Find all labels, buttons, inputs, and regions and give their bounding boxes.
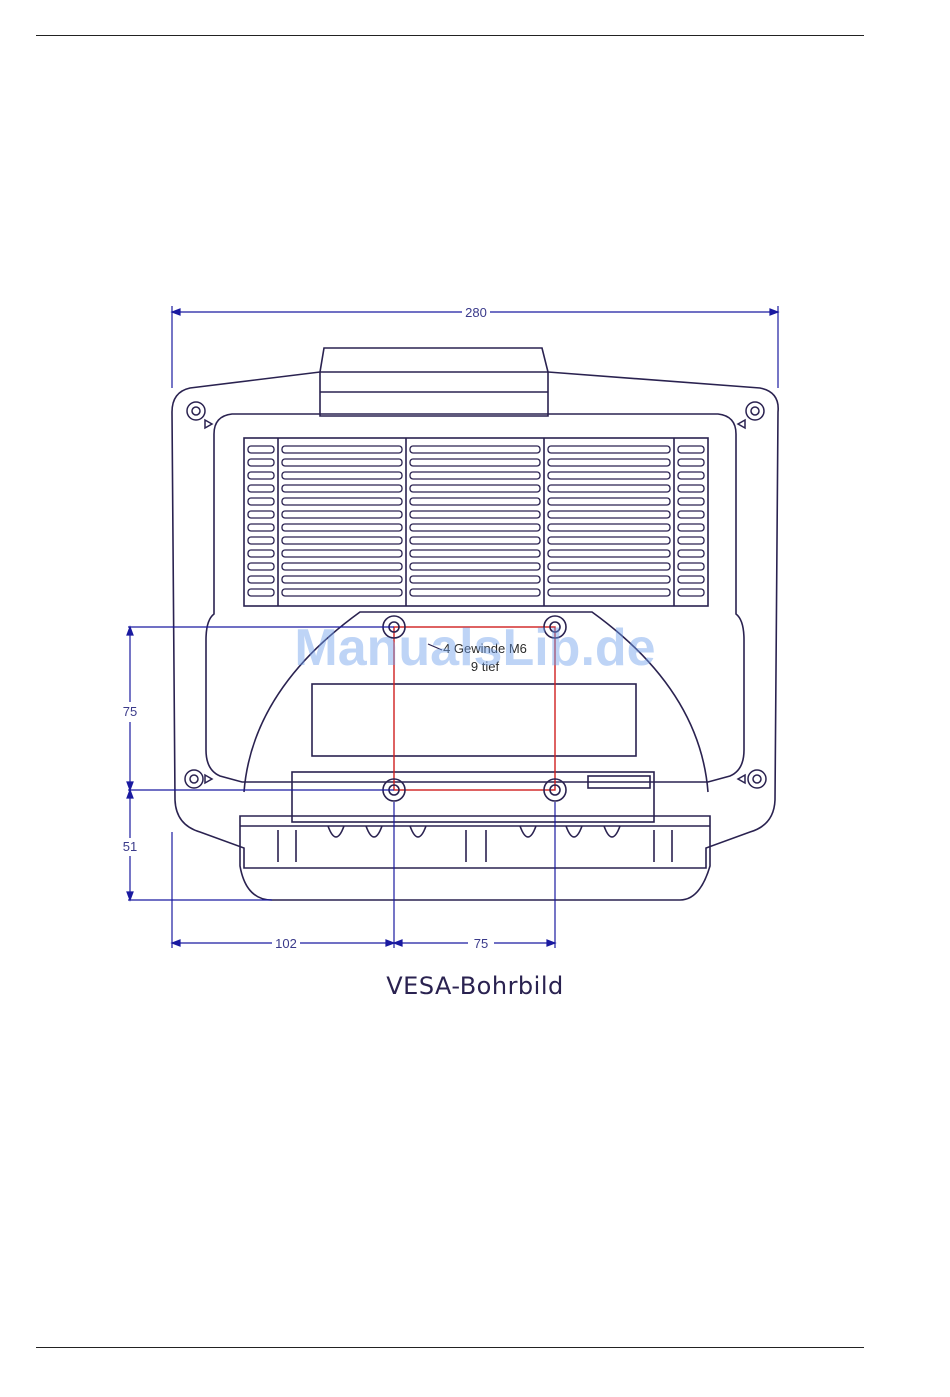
vent-slot: [282, 446, 402, 453]
vent-slot: [248, 485, 274, 492]
vent-slot: [678, 459, 704, 466]
vent-slot: [678, 446, 704, 453]
vent-slot: [548, 511, 670, 518]
dim-bottom-offset: 51: [123, 839, 137, 854]
vent-slot: [282, 550, 402, 557]
dim-overall-width: 280: [465, 305, 487, 320]
figure-caption: VESA-Bohrbild: [0, 972, 950, 1000]
vent-slot: [282, 576, 402, 583]
vent-slot: [548, 576, 670, 583]
vent-slot: [548, 472, 670, 479]
vent-slot: [678, 524, 704, 531]
vent-slot: [678, 589, 704, 596]
vent-slot: [548, 563, 670, 570]
vent-slot: [282, 524, 402, 531]
vent-slot: [410, 459, 540, 466]
dim-left-offset: 102: [275, 936, 297, 951]
vent-slot: [282, 472, 402, 479]
vent-slot: [248, 589, 274, 596]
dim-hole-spacing-vertical: 75: [123, 704, 137, 719]
vent-slot: [548, 550, 670, 557]
vent-slot: [410, 563, 540, 570]
vent-slot: [548, 589, 670, 596]
vent-slot: [410, 576, 540, 583]
vent-slot: [410, 498, 540, 505]
vent-slot: [282, 498, 402, 505]
vent-slot: [678, 563, 704, 570]
vent-slot: [248, 524, 274, 531]
vent-slot: [282, 537, 402, 544]
vent-slot: [282, 563, 402, 570]
vent-slot: [248, 576, 274, 583]
vent-slot: [410, 550, 540, 557]
vent-slot: [248, 550, 274, 557]
footer-rule: [36, 1347, 864, 1348]
vent-slot: [678, 485, 704, 492]
vent-slot: [548, 524, 670, 531]
vent-slot: [248, 537, 274, 544]
vent-slot: [282, 459, 402, 466]
vent-slot: [548, 459, 670, 466]
vent-slot: [282, 485, 402, 492]
vent-slot: [248, 459, 274, 466]
vent-slot: [678, 537, 704, 544]
vent-slot: [282, 511, 402, 518]
vent-slot: [248, 446, 274, 453]
thread-note-line2: 9 tief: [471, 659, 500, 674]
vent-slot: [410, 511, 540, 518]
vent-slot: [410, 589, 540, 596]
vesa-hole-pattern: 4 Gewinde M6 9 tief: [383, 616, 566, 801]
monitor-back-outline: [172, 348, 778, 900]
vent-slot: [410, 524, 540, 531]
vent-slot: [548, 446, 670, 453]
vent-slot: [678, 511, 704, 518]
vent-slot: [410, 472, 540, 479]
vent-slot: [678, 472, 704, 479]
vent-slot: [248, 472, 274, 479]
dim-hole-spacing-horizontal: 75: [474, 936, 488, 951]
thread-note-line1: 4 Gewinde M6: [443, 641, 527, 656]
vent-slot: [410, 485, 540, 492]
vent-slot: [248, 563, 274, 570]
vent-slot: [678, 550, 704, 557]
vent-slot: [548, 485, 670, 492]
vent-slot: [248, 498, 274, 505]
vent-slot: [548, 537, 670, 544]
vent-slot: [410, 537, 540, 544]
vent-slot: [282, 589, 402, 596]
vent-slot: [678, 498, 704, 505]
vent-slot: [678, 576, 704, 583]
vent-slot: [548, 498, 670, 505]
vent-slot: [410, 446, 540, 453]
vent-slots: [248, 446, 704, 596]
vent-slot: [248, 511, 274, 518]
